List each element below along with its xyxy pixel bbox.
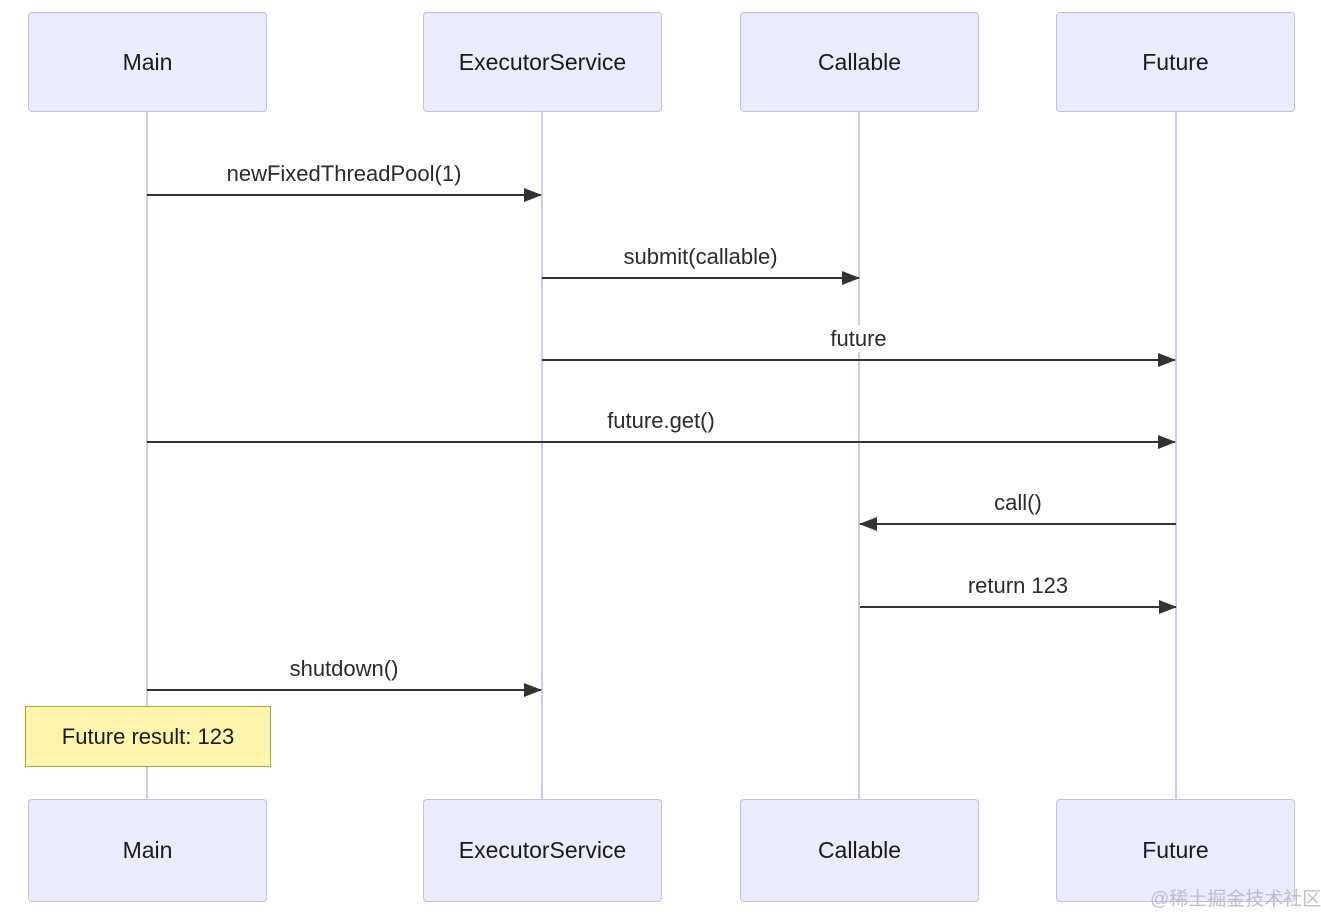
message-future: future (542, 324, 1176, 367)
actor-top-main: Main (28, 12, 267, 112)
actor-label: Main (122, 48, 173, 75)
actor-top-executorservice: ExecutorService (423, 12, 662, 112)
arrow-head-icon (524, 188, 542, 202)
actor-label: ExecutorService (458, 837, 627, 863)
actor-label: Main (122, 837, 173, 863)
message-return-123: return 123 (860, 571, 1177, 614)
actor-bottom-callable: Callable (740, 799, 979, 902)
message-label: future (830, 324, 887, 352)
arrow-head-icon (1158, 353, 1176, 367)
actor-top-future: Future (1056, 12, 1295, 112)
message-submit-callable: submit(callable) (542, 242, 860, 285)
message-label: call() (994, 488, 1042, 516)
arrow-head-icon (524, 683, 542, 697)
lifeline-executorservice (541, 112, 543, 799)
actor-label: Future (1142, 48, 1209, 75)
arrow-head-icon (842, 271, 860, 285)
message-label: submit(callable) (623, 242, 778, 270)
message-new-fixed-thread-pool: newFixedThreadPool(1) (147, 159, 542, 202)
actor-label: Callable (817, 837, 902, 863)
note-text: Future result: 123 (61, 723, 235, 749)
message-label: newFixedThreadPool(1) (226, 159, 462, 187)
arrow-head-icon (859, 517, 877, 531)
arrow-head-icon (1159, 600, 1177, 614)
actor-label: ExecutorService (458, 48, 627, 75)
lifeline-callable (858, 112, 860, 799)
actor-bottom-future: Future (1056, 799, 1295, 902)
message-shutdown: shutdown() (147, 654, 542, 697)
message-call: call() (859, 488, 1176, 531)
watermark: @稀土掘金技术社区 (1150, 889, 1321, 910)
lifeline-future (1175, 112, 1177, 799)
actor-label: Callable (817, 48, 902, 75)
lifeline-main (146, 112, 148, 799)
note-future-result: Future result: 123 (25, 706, 271, 767)
actor-bottom-executorservice: ExecutorService (423, 799, 662, 902)
message-label: return 123 (967, 571, 1069, 599)
message-label: shutdown() (289, 654, 399, 682)
message-future-get: future.get() (147, 406, 1176, 449)
arrow-head-icon (1158, 435, 1176, 449)
actor-bottom-main: Main (28, 799, 267, 902)
message-label: future.get() (607, 406, 715, 434)
actor-top-callable: Callable (740, 12, 979, 112)
actor-label: Future (1142, 837, 1209, 863)
